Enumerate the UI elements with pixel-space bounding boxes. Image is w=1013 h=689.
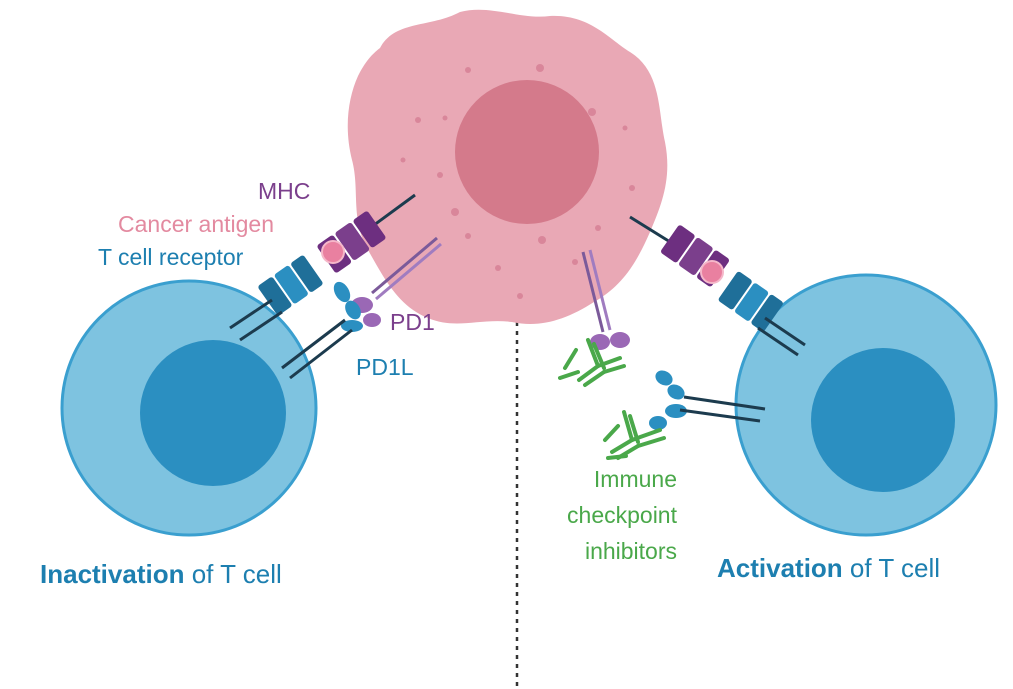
label-t-cell-receptor: T cell receptor	[98, 244, 244, 270]
t-cell-left	[60, 279, 318, 537]
mhc-complex-right	[629, 215, 729, 287]
label-pd1: PD1	[390, 309, 435, 335]
caption-left: Inactivation of T cell	[40, 559, 282, 589]
t-cell-right	[734, 273, 998, 537]
pd1l-right	[649, 370, 766, 430]
caption-right-bold: Activation	[717, 553, 843, 583]
antibody-2	[603, 410, 666, 460]
label-inhibitors-line2: checkpoint	[567, 502, 678, 528]
antibody-1	[558, 338, 626, 387]
t-cell-right-nucleus	[811, 348, 955, 492]
tcr-left	[229, 255, 323, 342]
mhc-complex-left	[317, 193, 416, 273]
label-inhibitors-line3: inhibitors	[585, 538, 677, 564]
cancer-cell	[347, 9, 668, 324]
label-mhc: MHC	[258, 178, 310, 204]
cancer-antigen-right	[700, 260, 724, 284]
caption-left-bold: Inactivation	[40, 559, 184, 589]
caption-right-rest: of T cell	[843, 553, 940, 583]
tcr-right	[718, 271, 806, 357]
pd1-right	[581, 249, 630, 350]
t-cell-left-nucleus	[140, 340, 286, 486]
label-inhibitors-line1: Immune	[594, 466, 677, 492]
cancer-cell-granules	[400, 64, 635, 299]
pd1l-left	[281, 281, 363, 380]
label-cancer-antigen: Cancer antigen	[118, 211, 274, 237]
cancer-antigen-left	[321, 240, 345, 264]
caption-left-rest: of T cell	[184, 559, 281, 589]
cancer-cell-nucleus	[455, 80, 599, 224]
caption-right: Activation of T cell	[717, 553, 940, 583]
label-pd1l: PD1L	[356, 354, 414, 380]
